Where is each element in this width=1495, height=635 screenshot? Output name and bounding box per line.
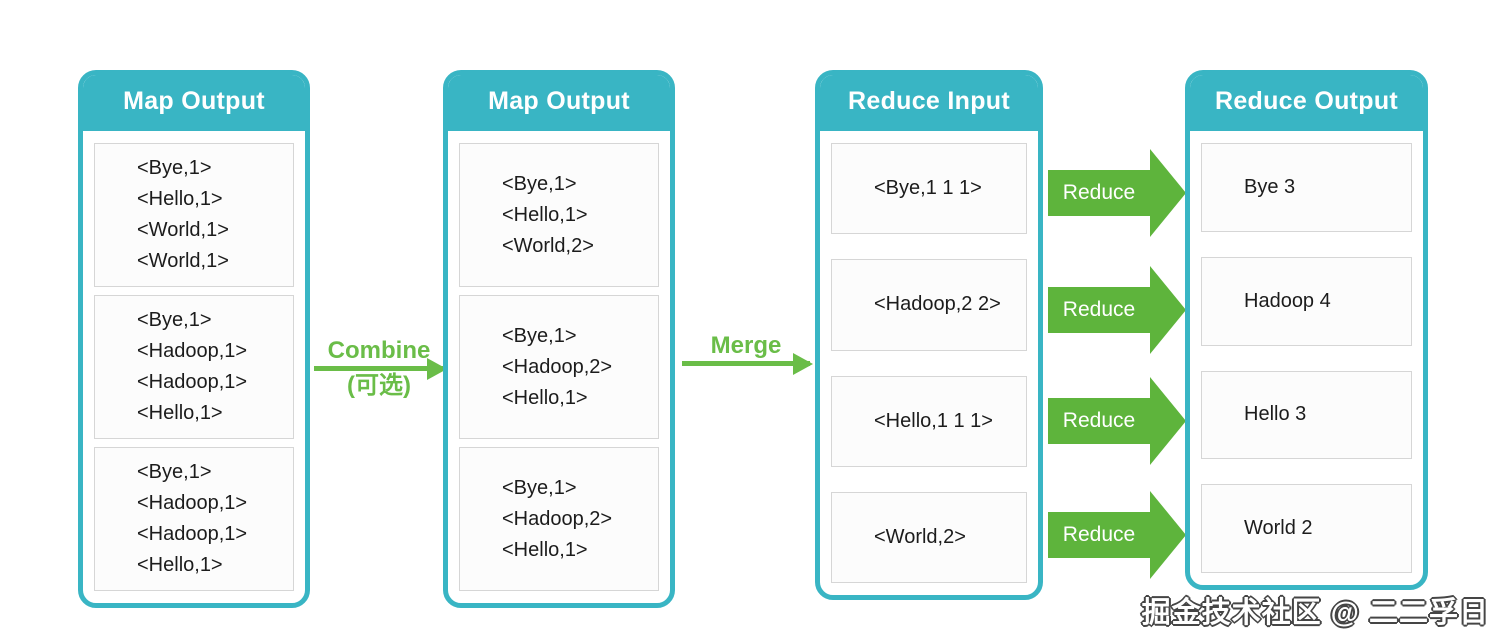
kv-line: <Bye,1 1 1>	[874, 177, 982, 200]
combine-arrow-line	[314, 357, 447, 380]
reduce-arrow-label: Reduce	[1048, 512, 1150, 558]
kv-line: Bye 3	[1244, 175, 1296, 198]
combine-sublabel: (可选)	[347, 372, 411, 399]
kv-line: <Bye,1>	[502, 476, 577, 499]
kv-line: <Hello,1>	[137, 188, 223, 210]
panel-title: Reduce Output	[1190, 75, 1423, 131]
kv-line: <Bye,1>	[137, 309, 212, 331]
kv-line: Hadoop 4	[1244, 289, 1331, 312]
kv-line: <World,2>	[874, 525, 966, 548]
kv-line: <World,2>	[502, 234, 594, 257]
kv-box: <Bye,1 1 1>	[831, 143, 1027, 235]
merge-arrow: Merge	[682, 332, 813, 375]
arrow-head-icon	[427, 357, 447, 380]
kv-line: <Hadoop,2 2>	[874, 293, 1001, 316]
panel-reduce-output: Reduce Output Bye 3 Hadoop 4 Hello 3 World …	[1185, 70, 1428, 590]
kv-box: <World,2>	[831, 491, 1027, 583]
watermark: 掘金技术社区 @ 二二孚日	[1141, 597, 1489, 629]
combine-arrow: Combine (可选)	[314, 337, 447, 399]
reduce-arrow-label: Reduce	[1048, 398, 1150, 444]
kv-box: World 2	[1201, 484, 1412, 573]
block-arrow-head-icon	[1150, 266, 1186, 354]
kv-box: <Bye,1> <Hadoop,2> <Hello,1>	[459, 295, 659, 439]
kv-line: <World,1>	[137, 219, 229, 241]
kv-line: <Hadoop,1>	[137, 523, 248, 545]
panel-body: <Bye,1 1 1> <Hadoop,2 2> <Hello,1 1 1> <Wor…	[820, 131, 1038, 595]
kv-line: World 2	[1244, 517, 1313, 540]
arrow-head-icon	[793, 352, 813, 375]
panel-title: Map Output	[448, 75, 670, 131]
panel-reduce-input: Reduce Input <Bye,1 1 1> <Hadoop,2 2> <Hel…	[815, 70, 1043, 600]
kv-line: <Hello,1>	[137, 554, 223, 576]
reduce-arrow-4: Reduce	[1048, 491, 1186, 579]
kv-line: <Hadoop,2>	[502, 507, 613, 530]
kv-box: <Bye,1> <Hadoop,2> <Hello,1>	[459, 447, 659, 591]
kv-line: <Bye,1>	[502, 324, 577, 347]
kv-line: <Bye,1>	[137, 461, 212, 483]
kv-line: <Hadoop,1>	[137, 492, 248, 514]
panel-title: Reduce Input	[820, 75, 1038, 131]
kv-line: <Hello,1>	[502, 386, 588, 409]
combine-label: Combine	[327, 337, 431, 364]
kv-box: <Bye,1> <Hello,1> <World,1> <World,1>	[94, 143, 294, 287]
reduce-arrow-label: Reduce	[1048, 287, 1150, 333]
kv-line: <Bye,1>	[137, 157, 212, 179]
merge-arrow-line	[682, 352, 813, 375]
panel-map-output-2: Map Output <Bye,1><Hello,1><World,2><Bye…	[443, 70, 675, 608]
kv-line: <Hello,1>	[502, 538, 588, 561]
kv-box: <Bye,1> <Hello,1> <World,2>	[459, 143, 659, 287]
block-arrow-head-icon	[1150, 491, 1186, 579]
kv-line: <Hadoop,1>	[137, 371, 248, 393]
kv-box: <Bye,1> <Hadoop,1> <Hadoop,1> <Hello,1>	[94, 295, 294, 439]
kv-line: <Bye,1>	[502, 172, 577, 195]
block-arrow-head-icon	[1150, 149, 1186, 237]
reduce-arrow-1: Reduce	[1048, 149, 1186, 237]
kv-line: <World,1>	[137, 250, 229, 272]
kv-box: Hello 3	[1201, 370, 1412, 460]
panel-body: <Bye,1><Hello,1><World,1><World,1><Bye,1…	[83, 131, 305, 603]
kv-line: <Hello,1>	[502, 203, 588, 226]
merge-label: Merge	[710, 332, 782, 359]
kv-box: <Hadoop,2 2>	[831, 259, 1027, 351]
block-arrow-head-icon	[1150, 377, 1186, 465]
panel-map-output-1: Map Output <Bye,1> <Hello,1> <World,1> <Wor…	[78, 70, 310, 608]
reduce-arrow-3: Reduce	[1048, 377, 1186, 465]
kv-line: Hello 3	[1244, 403, 1307, 426]
kv-line: <Hello,1>	[137, 402, 223, 424]
reduce-arrow-2: Reduce	[1048, 266, 1186, 354]
reduce-arrow-label: Reduce	[1048, 170, 1150, 216]
kv-line: <Hadoop,1>	[137, 340, 248, 362]
panel-body: Bye 3 Hadoop 4 Hello 3 World 2	[1190, 131, 1423, 585]
kv-box: <Bye,1> <Hadoop,1> <Hadoop,1> <Hello,1>	[94, 447, 294, 591]
kv-box: Bye 3	[1201, 143, 1412, 232]
kv-box: <Hello,1 1 1>	[831, 375, 1027, 467]
kv-box: Hadoop 4	[1201, 256, 1412, 346]
panel-title: Map Output	[83, 75, 305, 131]
panel-body: <Bye,1> <Hello,1> <World,2> <Bye,1> <Hadoop,…	[448, 131, 670, 603]
kv-line: <Hello,1 1 1>	[874, 409, 993, 432]
kv-line: <Hadoop,2>	[502, 355, 613, 378]
